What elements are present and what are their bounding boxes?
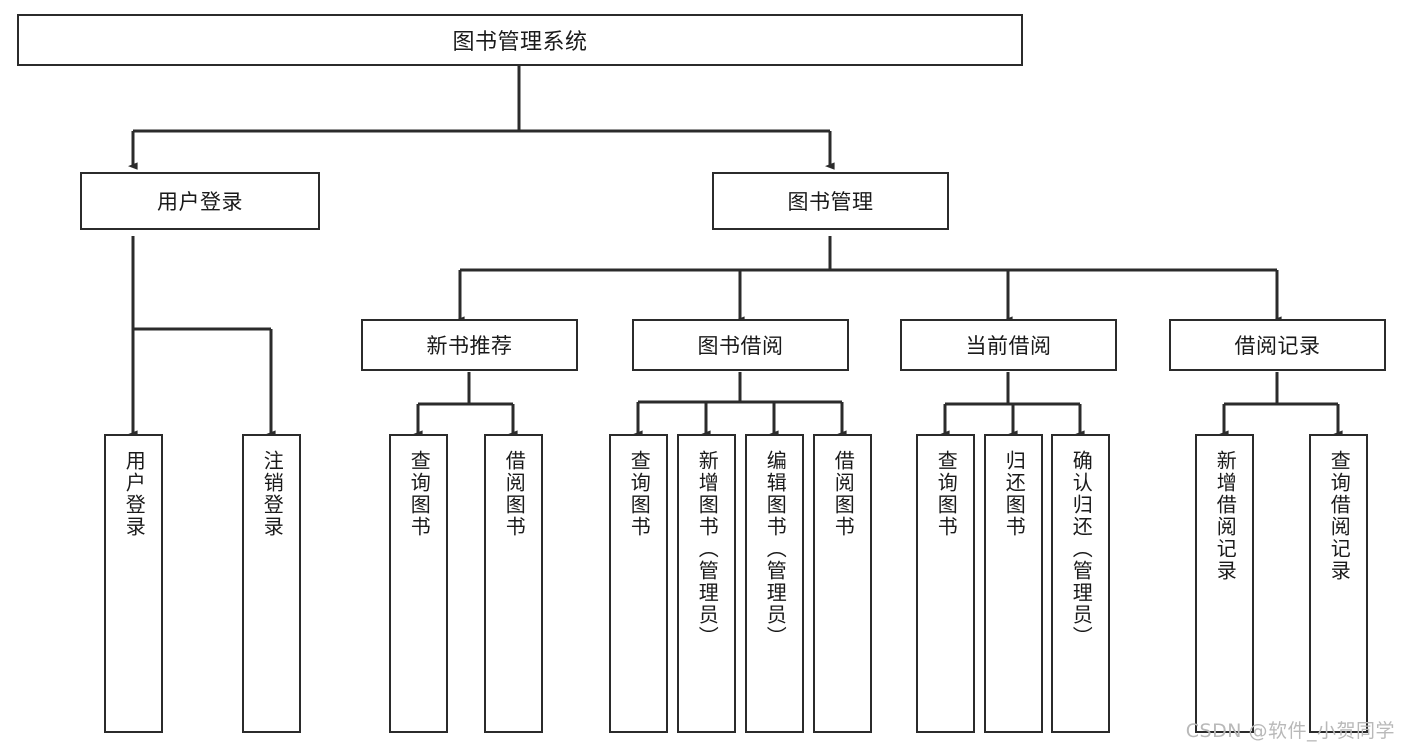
node-new-book-recommend[interactable]: 新书推荐 (361, 319, 578, 371)
node-label: 查询借阅记录 (1327, 450, 1352, 582)
node-label: 图书管理 (787, 190, 874, 214)
leaf-user-login-logout[interactable]: 注销登录 (242, 434, 301, 733)
leaf-book-borrow-edit-book-admin[interactable]: 编辑图书（管理员） (745, 434, 804, 733)
node-label: 当前借阅 (965, 334, 1052, 358)
node-label: 新增图书（管理员） (695, 450, 720, 648)
leaf-current-borrow-confirm-return-admin[interactable]: 确认归还（管理员） (1051, 434, 1110, 733)
node-label: 注销登录 (260, 450, 285, 538)
leaf-current-borrow-query-book[interactable]: 查询图书 (916, 434, 975, 733)
node-book-borrow[interactable]: 图书借阅 (632, 319, 849, 371)
node-label: 图书借阅 (697, 334, 784, 358)
leaf-new-book-borrow-book[interactable]: 借阅图书 (484, 434, 543, 733)
node-root-book-management-system[interactable]: 图书管理系统 (17, 14, 1023, 66)
node-label: 确认归还（管理员） (1069, 450, 1094, 648)
leaf-new-book-query-book[interactable]: 查询图书 (389, 434, 448, 733)
node-borrow-record[interactable]: 借阅记录 (1169, 319, 1386, 371)
node-label: 用户登录 (122, 450, 147, 538)
node-label: 归还图书 (1002, 450, 1027, 538)
leaf-current-borrow-return-book[interactable]: 归还图书 (984, 434, 1043, 733)
node-label: 用户登录 (157, 190, 243, 214)
leaf-borrow-record-query-record[interactable]: 查询借阅记录 (1309, 434, 1368, 733)
node-label: 图书管理系统 (452, 30, 588, 55)
node-label: 查询图书 (407, 450, 432, 538)
node-label: 借阅图书 (502, 450, 527, 538)
node-label: 编辑图书（管理员） (763, 450, 788, 648)
leaf-user-login-login[interactable]: 用户登录 (104, 434, 163, 733)
node-label: 查询图书 (934, 450, 959, 538)
node-label: 新书推荐 (426, 334, 513, 358)
leaf-book-borrow-add-book-admin[interactable]: 新增图书（管理员） (677, 434, 736, 733)
watermark-text: CSDN @软件_小贺同学 (1185, 720, 1395, 742)
node-current-borrow[interactable]: 当前借阅 (900, 319, 1117, 371)
leaf-borrow-record-add-record[interactable]: 新增借阅记录 (1195, 434, 1254, 733)
leaf-book-borrow-borrow-book[interactable]: 借阅图书 (813, 434, 872, 733)
node-label: 新增借阅记录 (1213, 450, 1238, 582)
leaf-book-borrow-query-book[interactable]: 查询图书 (609, 434, 668, 733)
node-label: 借阅记录 (1234, 334, 1321, 358)
node-user-login[interactable]: 用户登录 (80, 172, 320, 230)
node-book-management[interactable]: 图书管理 (712, 172, 949, 230)
node-label: 查询图书 (627, 450, 652, 538)
node-label: 借阅图书 (831, 450, 856, 538)
